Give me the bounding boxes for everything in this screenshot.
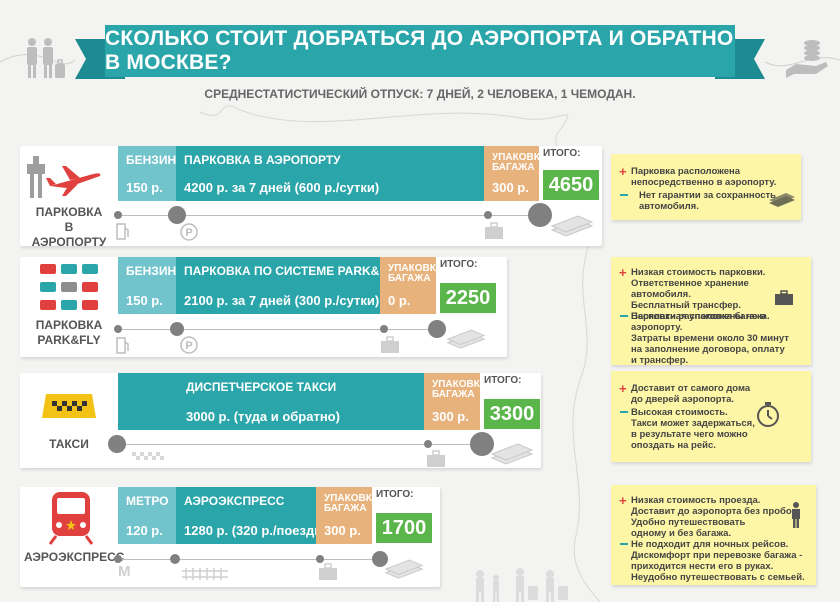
total-value: 2250 xyxy=(440,283,496,313)
taxi-cost-segment: ДИСПЕТЧЕРСКОЕ ТАКСИ 3000 р. (туда и обра… xyxy=(118,373,424,430)
checker-icon xyxy=(132,452,164,460)
pros-cons-note: + Низкая стоимость парковки.Ответственно… xyxy=(611,257,811,366)
fuel-cost-segment: БЕНЗИН 150 р. xyxy=(118,146,176,201)
airplane-icon xyxy=(27,156,101,198)
parking-sign-icon: P xyxy=(180,223,198,241)
rails-icon xyxy=(182,568,228,580)
suitcase-icon xyxy=(319,563,337,580)
money-hand-icon xyxy=(786,40,828,78)
family-silhouette-icon xyxy=(476,568,568,602)
aeroexpress-cost-segment: АЭРОЭКСПРЕСС 1280 р. (320 р./поездка) xyxy=(176,487,332,544)
header-ribbon: СКОЛЬКО СТОИТ ДОБРАТЬСЯ ДО АЭРОПОРТА И О… xyxy=(75,25,765,85)
total-value: 3300 xyxy=(484,399,540,429)
page-subtitle: СРЕДНЕСТАТИСТИЧЕСКИЙ ОТПУСК: 7 ДНЕЙ, 2 Ч… xyxy=(204,87,636,101)
fuel-cost-segment: БЕНЗИН 150 р. xyxy=(118,257,176,314)
suitcase-icon xyxy=(485,222,503,239)
briefcase-icon xyxy=(775,290,793,305)
total-box: ИТОГО: 4650 xyxy=(539,146,601,201)
banknotes-icon xyxy=(384,559,424,579)
taxi-sign-icon xyxy=(42,394,96,418)
metro-icon: М xyxy=(118,563,131,580)
metro-cost-segment: МЕТРО 120 р. xyxy=(118,487,176,544)
stopwatch-icon xyxy=(757,402,779,427)
svg-text:P: P xyxy=(185,227,192,239)
pros-cons-note: + Низкая стоимость проезда.Доставит до а… xyxy=(611,485,816,585)
total-box: ИТОГО: 2250 xyxy=(436,257,502,314)
travelers-icon xyxy=(27,38,65,78)
fuel-pump-icon xyxy=(116,337,129,354)
option-label: АЭРОЭКСПРЕСС xyxy=(24,550,125,564)
total-value: 1700 xyxy=(376,513,432,543)
page-title: СКОЛЬКО СТОИТ ДОБРАТЬСЯ ДО АЭРОПОРТА И О… xyxy=(105,25,735,77)
train-icon xyxy=(48,492,94,545)
option-label: ТАКСИ xyxy=(49,437,89,451)
suitcase-icon xyxy=(381,336,399,353)
total-box: ИТОГО: 1700 xyxy=(372,487,436,544)
total-value: 4650 xyxy=(543,170,599,200)
svg-text:P: P xyxy=(185,340,192,352)
person-icon xyxy=(792,502,800,528)
parking-cost-segment: ПАРКОВКА В АЭРОПОРТУ 4200 р. за 7 дней (… xyxy=(176,146,484,201)
fuel-pump-icon xyxy=(116,223,129,240)
parking-lot-icon xyxy=(38,262,100,314)
parking-sign-icon: P xyxy=(180,336,198,354)
total-box: ИТОГО: 3300 xyxy=(480,373,540,430)
suitcase-icon xyxy=(427,450,445,467)
banknotes-icon xyxy=(446,329,486,349)
parking-cost-segment: ПАРКОВКА ПО СИСТЕМЕ PARK&FLY 2100 р. за … xyxy=(176,257,401,314)
banknotes-icon xyxy=(769,193,795,207)
banknotes-icon xyxy=(550,215,594,237)
banknotes-icon xyxy=(490,443,534,465)
